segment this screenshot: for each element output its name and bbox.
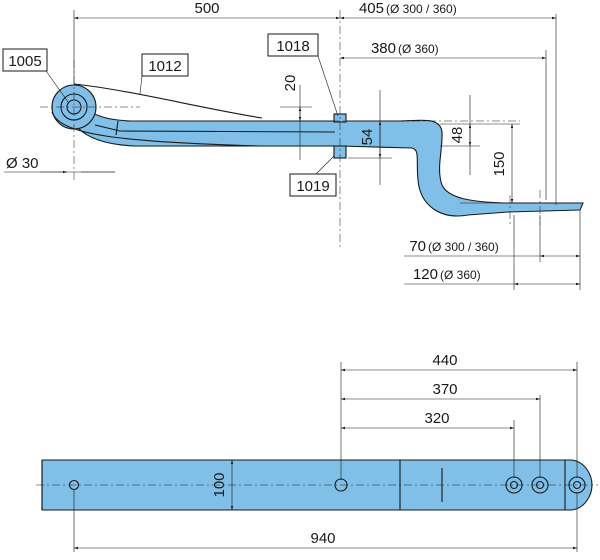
dim-370: 370 [432, 381, 457, 398]
part-label-1005: 1005 [8, 53, 41, 70]
leader-1012 [139, 75, 143, 95]
label-box-1019 [289, 173, 337, 197]
wrap-band-lower [51, 111, 261, 147]
second-leaf-line [94, 124, 336, 133]
dim-100: 100 [211, 472, 228, 497]
dim-70-note: (Ø 300 / 360) [428, 240, 499, 254]
dim-d30: Ø 30 [6, 155, 39, 172]
dim-940: 940 [310, 530, 335, 547]
part-label-1019: 1019 [296, 178, 329, 195]
leader-1005 [43, 67, 69, 103]
label-box-1012 [141, 53, 189, 77]
dim-70: 70 [409, 238, 426, 255]
label-box-1018 [267, 33, 319, 57]
bolt-hole-2-inner [535, 480, 545, 490]
dim-48: 48 [449, 127, 466, 144]
dim-20: 20 [282, 75, 299, 92]
part-label-1012: 1012 [148, 58, 181, 75]
dim-120-note: (Ø 360) [440, 268, 481, 282]
leader-1018 [317, 55, 339, 117]
eye-hole [68, 479, 80, 491]
dim-500: 500 [194, 0, 219, 17]
dim-320: 320 [424, 410, 449, 427]
leader-1019 [313, 155, 335, 177]
dim-380-note: (Ø 360) [398, 42, 439, 56]
leaf-plan [41, 459, 593, 511]
dim-54: 54 [359, 129, 376, 146]
dim-405: 405 [359, 0, 384, 17]
dim-405-note: (Ø 300 / 360) [386, 2, 457, 16]
side-view: 1005 1012 1018 1019 500 405 (Ø 300 / 360… [2, 0, 584, 290]
dim-150: 150 [491, 151, 508, 176]
dim-440: 440 [432, 352, 457, 369]
label-box-1005 [2, 48, 48, 72]
top-view: 440 370 320 100 940 [36, 352, 598, 552]
dim-380: 380 [371, 40, 396, 57]
bolt-hole-1-inner [509, 480, 519, 490]
leaf-end-mark [115, 120, 119, 136]
wrap-band [73, 83, 263, 119]
bolt-hole-3-inner [572, 480, 582, 490]
dim-120: 120 [413, 266, 438, 283]
part-label-1018: 1018 [276, 38, 309, 55]
